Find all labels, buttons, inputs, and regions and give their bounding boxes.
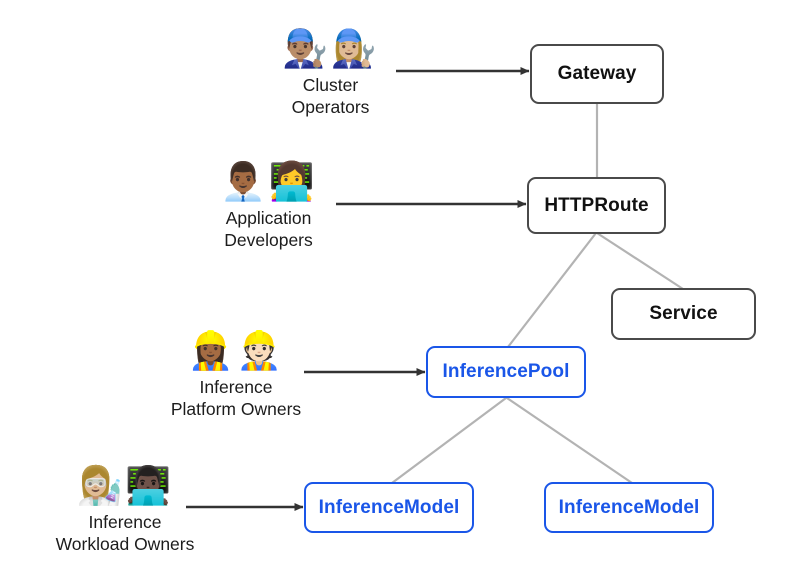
persona-cluster-operators: 👨🏽‍🔧👩🏼‍🔧 Cluster Operators [263, 30, 398, 119]
node-httproute-label: HTTPRoute [544, 194, 649, 216]
inference-workload-owners-label-line2: Workload Owners [55, 534, 195, 555]
node-service[interactable]: Service [611, 288, 756, 340]
node-inferencemodel-2-label: InferenceModel [558, 496, 700, 518]
inference-platform-owners-emoji: 👷🏾‍♀️👷🏻 [187, 329, 285, 372]
cluster-operators-label-line1: Cluster [302, 75, 359, 95]
application-developers-emoji: 👨🏾‍💼👩‍💻 [220, 160, 317, 203]
cluster-operators-label-line2: Operators [291, 97, 370, 118]
node-inferencemodel-1[interactable]: InferenceModel [304, 482, 474, 533]
inference-workload-owners-label-line1: Inference [88, 512, 162, 532]
inference-workload-owners-label: Inference Workload Owners [55, 511, 195, 556]
inference-platform-owners-label-line2: Platform Owners [170, 399, 302, 420]
application-developers-label: Application Developers [201, 207, 336, 252]
relation-httproute-inferencepool [506, 231, 598, 349]
node-service-label: Service [649, 303, 718, 324]
cluster-operators-label: Cluster Operators [263, 74, 398, 119]
relation-httproute-service [595, 231, 685, 291]
node-inferencepool[interactable]: InferencePool [426, 346, 586, 398]
node-inferencepool-label: InferencePool [442, 361, 570, 382]
inference-platform-owners-label-line1: Inference [199, 377, 273, 397]
node-gateway-label: Gateway [557, 63, 637, 84]
inference-platform-owners-label: Inference Platform Owners [166, 376, 306, 421]
node-gateway[interactable]: Gateway [530, 44, 664, 104]
persona-application-developers: 👨🏾‍💼👩‍💻 Application Developers [201, 163, 336, 252]
node-inferencemodel-1-label: InferenceModel [318, 496, 460, 518]
node-httproute[interactable]: HTTPRoute [527, 177, 666, 234]
persona-inference-workload-owners: 👩🏼‍🔬👨🏿‍💻 Inference Workload Owners [55, 467, 195, 556]
persona-inference-platform-owners: 👷🏾‍♀️👷🏻 Inference Platform Owners [166, 332, 306, 421]
relation-inferencepool-inferencemodel-1 [390, 396, 508, 485]
application-developers-label-line2: Developers [224, 230, 313, 251]
application-developers-label-line1: Application [225, 208, 312, 228]
node-inferencemodel-2[interactable]: InferenceModel [544, 482, 714, 533]
cluster-operators-emoji: 👨🏽‍🔧👩🏼‍🔧 [282, 27, 379, 70]
inference-workload-owners-emoji: 👩🏼‍🔬👨🏿‍💻 [76, 464, 174, 507]
relation-inferencepool-inferencemodel-2 [505, 396, 634, 485]
